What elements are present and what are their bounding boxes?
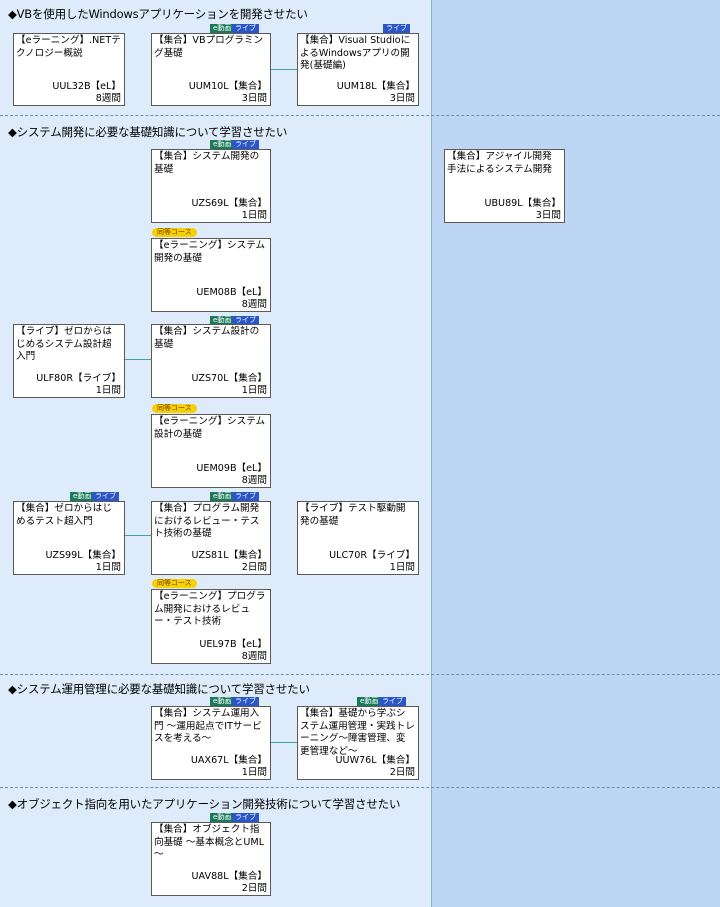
course-card-ubu89l[interactable]: 【集合】アジャイル開発手法によるシステム開発 UBU89L【集合】 3日間 (444, 149, 565, 223)
course-code: UUM18L【集合】 (336, 81, 415, 92)
course-duration: 8週間 (241, 299, 267, 310)
live-badge: ライブ (232, 492, 259, 501)
equivalent-course-badge: 同等コース (152, 579, 197, 588)
section-title-operation: ◆システム運用管理に必要な基礎知識について学習させたい (8, 682, 310, 696)
course-card-uzs69l[interactable]: 【集合】システム開発の基礎 UZS69L【集合】 1日間 (151, 149, 271, 223)
course-code: UZS70L【集合】 (191, 373, 267, 384)
live-badge: ライブ (232, 316, 259, 325)
course-name: 【集合】システム開発の基礎 (154, 151, 260, 175)
live-badge: ライブ (232, 813, 259, 822)
live-badge: ライブ (92, 492, 119, 501)
section-divider (0, 115, 720, 116)
course-card-uel97b[interactable]: 【eラーニング】プログラム開発におけるレビュー・テスト技術 UEL97B【eL】… (151, 589, 271, 664)
course-code: UZS81L【集合】 (191, 550, 267, 561)
connector-line (270, 742, 297, 743)
course-duration: 3日間 (535, 210, 561, 221)
course-name: 【集合】ゼロからはじめるテスト超入門 (16, 503, 112, 527)
course-code: UAX67L【集合】 (190, 755, 267, 766)
course-card-uuw76l[interactable]: 【集合】基礎から学ぶシステム運用管理・実践トレーニング～障害管理、変更管理など～… (297, 706, 419, 780)
course-code: UUL32B【eL】 (52, 81, 121, 92)
course-code: UZS69L【集合】 (191, 198, 267, 209)
course-code: UUM10L【集合】 (188, 81, 267, 92)
course-code: ULF80R【ライブ】 (36, 373, 121, 384)
course-card-uum10l[interactable]: 【集合】VBプログラミング基礎 UUM10L【集合】 3日間 (151, 33, 271, 106)
course-duration: 3日間 (241, 93, 267, 104)
course-card-uum18l[interactable]: 【集合】Visual StudioによるWindowsアプリの開発(基礎編) U… (297, 33, 419, 106)
course-name: 【集合】オブジェクト指向基礎 ～基本概念とUML～ (154, 824, 265, 860)
course-card-uax67l[interactable]: 【集合】システム運用入門 ～運用起点でITサービスを考える～ UAX67L【集合… (151, 706, 271, 780)
course-code: UAV88L【集合】 (191, 871, 267, 882)
course-name: 【eラーニング】システム設計の基礎 (154, 416, 266, 440)
course-duration: 1日間 (241, 767, 267, 778)
e-video-badge: e動画 (210, 316, 235, 325)
course-duration: 8週間 (241, 475, 267, 486)
course-name: 【集合】プログラム開発におけるレビュー・テスト技術の基礎 (154, 503, 260, 539)
course-card-ulc70r[interactable]: 【ライブ】テスト駆動開発の基礎 ULC70R【ライブ】 1日間 (297, 501, 419, 575)
e-video-badge: e動画 (210, 697, 235, 706)
equivalent-course-badge: 同等コース (152, 404, 197, 413)
course-name: 【eラーニング】プログラム開発におけるレビュー・テスト技術 (154, 591, 266, 627)
course-code: UEM09B【eL】 (196, 463, 267, 474)
e-video-badge: e動画 (210, 813, 235, 822)
course-name: 【ライブ】ゼロからはじめるシステム設計超入門 (16, 326, 112, 362)
section-divider (0, 787, 720, 788)
course-name: 【eラーニング】システム開発の基礎 (154, 240, 266, 264)
course-card-uzs70l[interactable]: 【集合】システム設計の基礎 UZS70L【集合】 1日間 (151, 324, 271, 398)
course-duration: 1日間 (95, 385, 121, 396)
course-card-uzs99l[interactable]: 【集合】ゼロからはじめるテスト超入門 UZS99L【集合】 1日間 (13, 501, 125, 575)
course-duration: 1日間 (241, 210, 267, 221)
e-video-badge: e動画 (357, 697, 382, 706)
section-title-system-dev: ◆システム開発に必要な基礎知識について学習させたい (8, 125, 288, 139)
course-code: UBU89L【集合】 (484, 198, 561, 209)
connector-line (124, 359, 152, 360)
column-divider (431, 0, 432, 907)
course-card-uav88l[interactable]: 【集合】オブジェクト指向基礎 ～基本概念とUML～ UAV88L【集合】 2日間 (151, 822, 271, 896)
live-badge: ライブ (379, 697, 406, 706)
course-duration: 8週間 (241, 651, 267, 662)
course-card-uzs81l[interactable]: 【集合】プログラム開発におけるレビュー・テスト技術の基礎 UZS81L【集合】 … (151, 501, 271, 575)
live-badge: ライブ (232, 697, 259, 706)
equivalent-course-badge: 同等コース (152, 228, 197, 237)
course-name: 【集合】基礎から学ぶシステム運用管理・実践トレーニング～障害管理、変更管理など～ (300, 708, 415, 757)
course-card-uem08b[interactable]: 【eラーニング】システム開発の基礎 UEM08B【eL】 8週間 (151, 238, 271, 312)
course-duration: 2日間 (241, 562, 267, 573)
course-duration: 3日間 (389, 93, 415, 104)
course-name: 【集合】アジャイル開発手法によるシステム開発 (447, 151, 552, 175)
live-badge: ライブ (383, 24, 410, 33)
course-duration: 2日間 (389, 767, 415, 778)
section-divider (0, 674, 720, 675)
connector-line (124, 535, 152, 536)
course-code: UEL97B【eL】 (199, 639, 267, 650)
course-card-uem09b[interactable]: 【eラーニング】システム設計の基礎 UEM09B【eL】 8週間 (151, 414, 271, 488)
course-duration: 8週間 (95, 93, 121, 104)
course-duration: 2日間 (241, 883, 267, 894)
connector-line (270, 69, 297, 70)
course-name: 【eラーニング】.NETテクノロジー概説 (16, 35, 121, 59)
section-title-object-oriented: ◆オブジェクト指向を用いたアプリケーション開発技術について学習させたい (8, 797, 401, 811)
course-name: 【集合】VBプログラミング基礎 (154, 35, 264, 59)
course-duration: 1日間 (389, 562, 415, 573)
e-video-badge: e動画 (210, 492, 235, 501)
course-duration: 1日間 (241, 385, 267, 396)
course-name: 【集合】システム運用入門 ～運用起点でITサービスを考える～ (154, 708, 262, 744)
course-code: ULC70R【ライブ】 (329, 550, 415, 561)
course-code: UUW76L【集合】 (335, 755, 415, 766)
course-code: UEM08B【eL】 (196, 287, 267, 298)
e-video-badge: e動画 (70, 492, 95, 501)
e-video-badge: e動画 (210, 140, 235, 149)
course-duration: 1日間 (95, 562, 121, 573)
section-title-vb: ◆VBを使用したWindowsアプリケーションを開発させたい (8, 7, 308, 21)
course-code: UZS99L【集合】 (45, 550, 121, 561)
course-name: 【ライブ】テスト駆動開発の基礎 (300, 503, 406, 527)
course-name: 【集合】Visual StudioによるWindowsアプリの開発(基礎編) (300, 35, 411, 71)
live-badge: ライブ (232, 24, 259, 33)
course-card-uul32b[interactable]: 【eラーニング】.NETテクノロジー概説 UUL32B【eL】 8週間 (13, 33, 125, 106)
course-card-ulf80r[interactable]: 【ライブ】ゼロからはじめるシステム設計超入門 ULF80R【ライブ】 1日間 (13, 324, 125, 398)
right-panel (431, 0, 720, 907)
e-video-badge: e動画 (210, 24, 235, 33)
course-name: 【集合】システム設計の基礎 (154, 326, 260, 350)
live-badge: ライブ (232, 140, 259, 149)
